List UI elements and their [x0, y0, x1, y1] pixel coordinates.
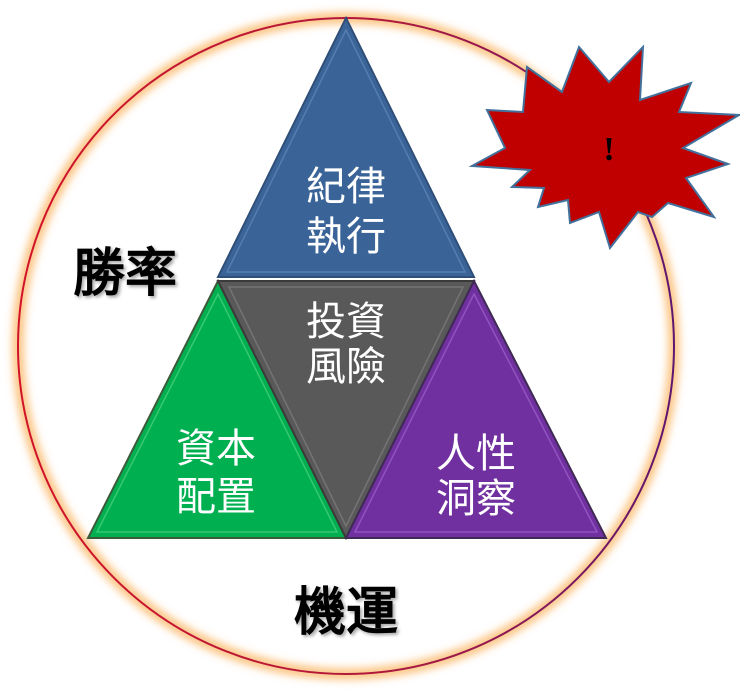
label-win-rate: 勝率 — [73, 243, 177, 304]
center-line1: 投資 — [306, 299, 386, 345]
top-line2: 執行 — [306, 214, 386, 260]
bottom-left-line1: 資本 — [176, 426, 256, 472]
top-line1: 紀律 — [306, 164, 386, 210]
exclamation-mark: ! — [603, 131, 614, 168]
triangle-center-risk: 投資 風險 — [216, 280, 476, 541]
triangle-bottom-right-human-nature: 人性 洞察 — [344, 278, 608, 539]
warning-burst-icon: ! — [468, 44, 740, 251]
center-line2: 風險 — [306, 344, 386, 390]
bottom-right-line2: 洞察 — [436, 476, 516, 522]
triangle-bottom-left-capital: 資本 配置 — [86, 278, 348, 539]
bottom-right-line1: 人性 — [436, 431, 516, 477]
triangle-top-discipline: 紀律 執行 — [216, 15, 476, 278]
bottom-left-line2: 配置 — [176, 474, 256, 520]
label-luck: 機運 — [294, 582, 398, 643]
